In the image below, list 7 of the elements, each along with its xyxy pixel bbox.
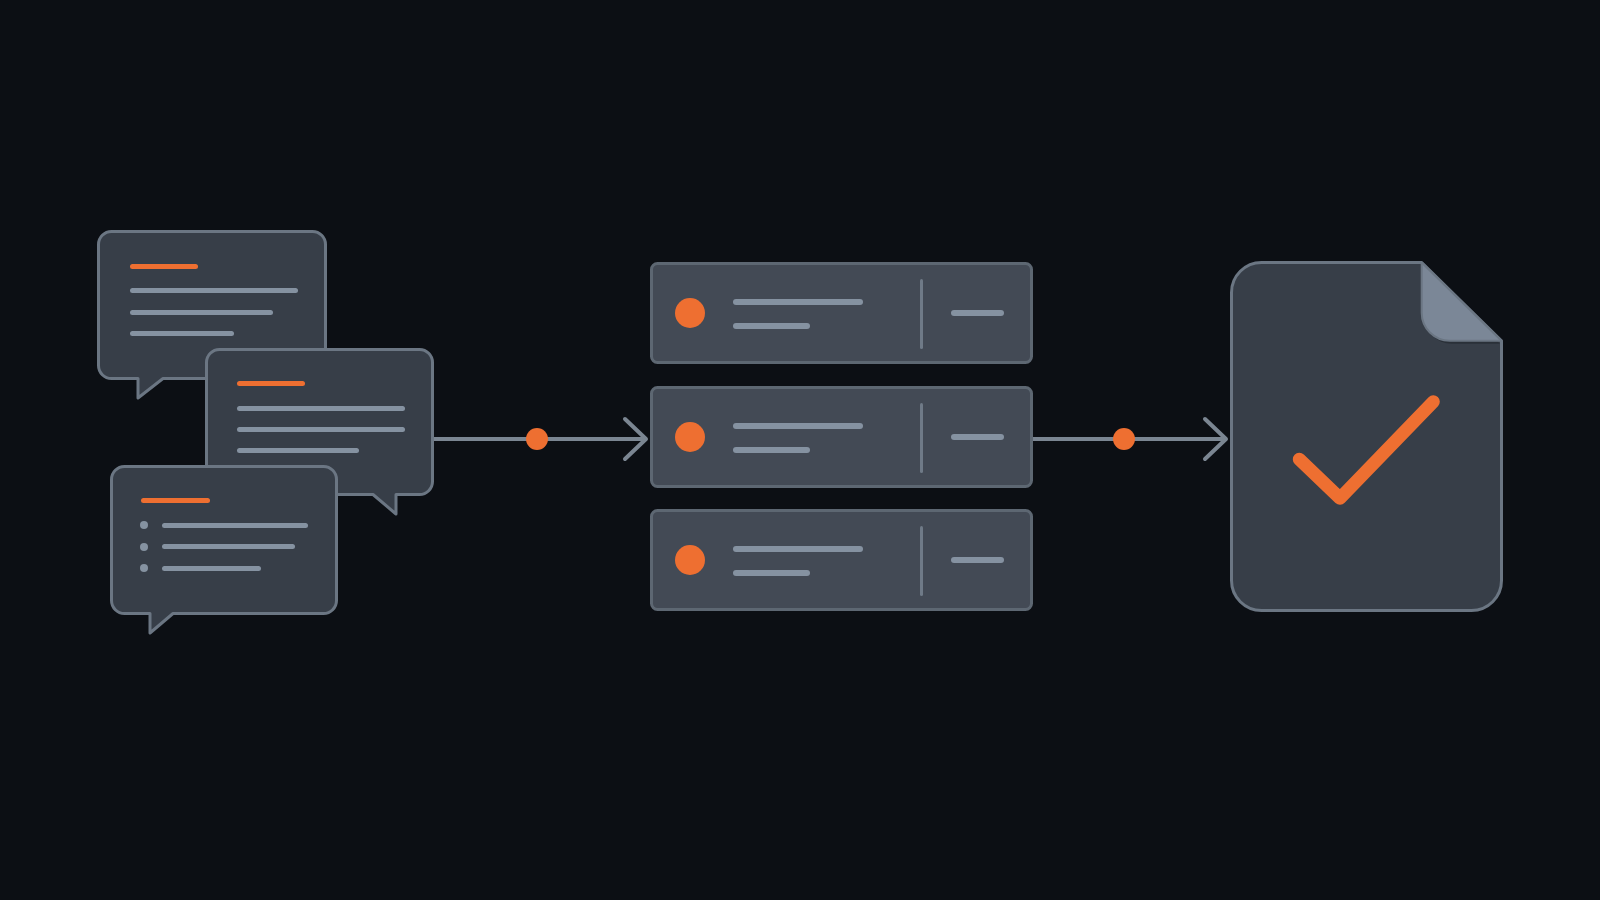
list-row-card <box>650 509 1033 611</box>
arrow <box>434 417 648 461</box>
document-page <box>1230 261 1503 612</box>
list-row-card <box>650 262 1033 364</box>
speech-bubble <box>110 465 338 635</box>
arrow <box>1033 417 1228 461</box>
list-row-card <box>650 386 1033 488</box>
